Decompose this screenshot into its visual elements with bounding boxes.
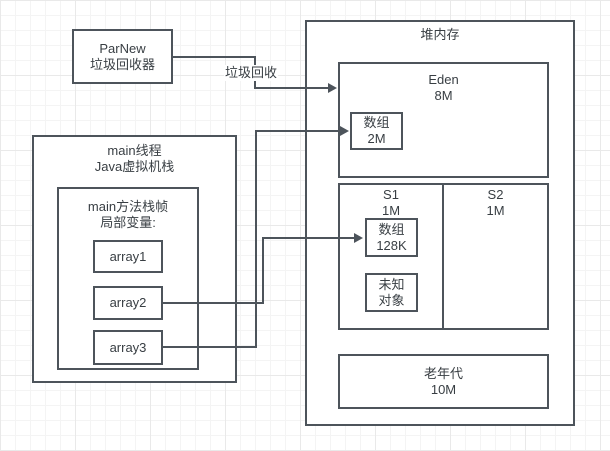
parnew-label-line1: ParNew bbox=[99, 40, 146, 56]
array3-box[interactable]: array3 bbox=[93, 330, 163, 365]
array3-arrowhead-icon bbox=[340, 126, 349, 136]
s2-label-line2: 1M bbox=[486, 203, 505, 218]
s2-region[interactable]: S2 1M bbox=[442, 185, 547, 328]
gc-connector-segment-1 bbox=[173, 56, 256, 58]
old-gen-label-line1: 老年代 bbox=[423, 365, 463, 381]
s1-label-line1: S1 bbox=[383, 187, 399, 202]
s1-array-label-line1: 数组 bbox=[378, 221, 405, 237]
eden-array-label-line1: 数组 bbox=[363, 115, 390, 130]
parnew-collector-box[interactable]: ParNew 垃圾回收器 bbox=[72, 29, 173, 84]
unknown-object-label-line1: 未知 bbox=[378, 276, 405, 292]
eden-label-line2: 8M bbox=[434, 88, 453, 103]
s1-unknown-object-box[interactable]: 未知 对象 bbox=[365, 273, 418, 312]
frame-label-line2: 局部变量: bbox=[100, 215, 156, 230]
s1-array-128k-box[interactable]: 数组 128K bbox=[365, 218, 418, 257]
array2-label: array2 bbox=[109, 295, 147, 310]
array2-box[interactable]: array2 bbox=[93, 286, 163, 320]
old-gen-label-line2: 10M bbox=[430, 381, 457, 397]
heap-title: 堆内存 bbox=[420, 27, 460, 42]
s1-label-line2: 1M bbox=[381, 203, 401, 218]
array2-connector-segment-1 bbox=[163, 302, 264, 304]
array3-label: array3 bbox=[109, 339, 147, 355]
gc-arrow-label: 垃圾回收 bbox=[224, 65, 278, 81]
old-generation-box[interactable]: 老年代 10M bbox=[338, 354, 549, 409]
parnew-label-line2: 垃圾回收器 bbox=[89, 56, 155, 72]
array2-arrowhead-icon bbox=[354, 233, 363, 243]
array1-label: array1 bbox=[109, 248, 147, 264]
array2-connector-segment-3 bbox=[262, 237, 354, 239]
array2-connector-segment-2 bbox=[262, 237, 264, 304]
s1-array-label-line2: 128K bbox=[376, 237, 407, 253]
s1-region[interactable]: S1 1M bbox=[340, 185, 442, 328]
array3-connector-segment-3 bbox=[255, 130, 340, 132]
unknown-object-label-line2: 对象 bbox=[378, 292, 405, 308]
eden-array-label-line2: 2M bbox=[367, 131, 386, 146]
frame-label-line1: main方法栈帧 bbox=[87, 199, 169, 214]
gc-connector-segment-3 bbox=[254, 87, 328, 89]
eden-label-line1: Eden bbox=[428, 72, 459, 87]
s2-label-line1: S2 bbox=[487, 187, 504, 202]
array3-connector-segment-2 bbox=[255, 130, 257, 348]
array3-connector-segment-1 bbox=[163, 346, 257, 348]
gc-arrowhead-icon bbox=[328, 83, 337, 93]
eden-array-2m-box[interactable]: 数组 2M bbox=[350, 112, 403, 150]
stack-label-line2: Java虚拟机栈 bbox=[94, 159, 175, 174]
array1-box[interactable]: array1 bbox=[93, 240, 163, 273]
stack-label-line1: main线程 bbox=[107, 143, 162, 158]
